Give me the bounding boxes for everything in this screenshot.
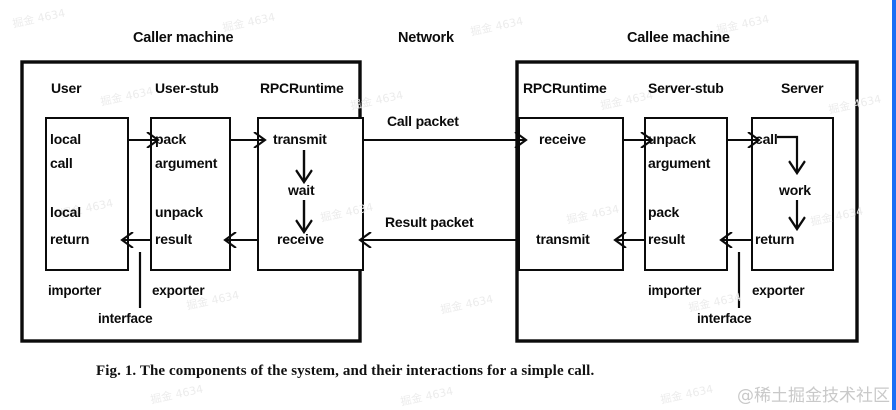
column-head-rpcruntime-caller: RPCRuntime bbox=[260, 80, 344, 96]
annotation-interface-caller: interface bbox=[98, 311, 153, 326]
annotation-exporter-caller: exporter bbox=[152, 283, 205, 298]
box-user bbox=[45, 117, 129, 271]
annotation-importer-caller: importer bbox=[48, 283, 102, 298]
column-head-server: Server bbox=[781, 80, 824, 96]
edge-label-result-packet: Result packet bbox=[385, 214, 474, 230]
cell-caller-receive: receive bbox=[277, 231, 324, 247]
flow-call-to-work bbox=[777, 135, 797, 172]
column-head-user-stub: User-stub bbox=[155, 80, 219, 96]
callee-machine-frame bbox=[515, 60, 859, 343]
cell-userstub-result: result bbox=[155, 231, 192, 247]
network-label: Network bbox=[398, 30, 454, 46]
cell-server-call: call bbox=[755, 131, 778, 147]
box-user-stub bbox=[150, 117, 231, 271]
box-server-stub bbox=[644, 117, 728, 271]
box-rpcruntime-callee bbox=[518, 117, 624, 271]
box-server bbox=[751, 117, 834, 271]
site-watermark: @稀土掘金技术社区 bbox=[737, 386, 890, 406]
annotation-exporter-callee: exporter bbox=[752, 283, 805, 298]
box-rpcruntime-caller bbox=[257, 117, 364, 271]
cell-user-return: return bbox=[50, 231, 90, 247]
column-head-server-stub: Server-stub bbox=[648, 80, 724, 96]
figure-caption: Fig. 1. The components of the system, an… bbox=[96, 363, 595, 379]
cell-serverstub-result: result bbox=[648, 231, 685, 247]
cell-caller-transmit: transmit bbox=[273, 131, 327, 147]
edge-label-call-packet: Call packet bbox=[387, 113, 459, 129]
cell-user-call: call bbox=[50, 155, 73, 171]
cell-user-local-2: local bbox=[50, 204, 81, 220]
cell-serverstub-pack: pack bbox=[648, 204, 680, 220]
cell-userstub-unpack: unpack bbox=[155, 204, 203, 220]
callee-machine-title: Callee machine bbox=[627, 30, 730, 46]
annotation-interface-callee: interface bbox=[697, 311, 752, 326]
cell-serverstub-argument: argument bbox=[648, 155, 711, 171]
caller-machine-title: Caller machine bbox=[133, 30, 234, 46]
cell-userstub-pack: pack bbox=[155, 131, 187, 147]
cell-userstub-argument: argument bbox=[155, 155, 218, 171]
cell-user-local: local bbox=[50, 131, 81, 147]
cell-caller-wait: wait bbox=[288, 182, 315, 198]
cell-server-return: return bbox=[755, 231, 795, 247]
annotation-importer-callee: importer bbox=[648, 283, 702, 298]
cell-serverstub-unpack: unpack bbox=[648, 131, 696, 147]
cell-callee-transmit: transmit bbox=[536, 231, 590, 247]
scroll-rail[interactable] bbox=[892, 0, 896, 410]
cell-callee-receive: receive bbox=[539, 131, 586, 147]
cell-server-work: work bbox=[779, 182, 811, 198]
column-head-rpcruntime-callee: RPCRuntime bbox=[523, 80, 607, 96]
column-head-user: User bbox=[51, 80, 82, 96]
